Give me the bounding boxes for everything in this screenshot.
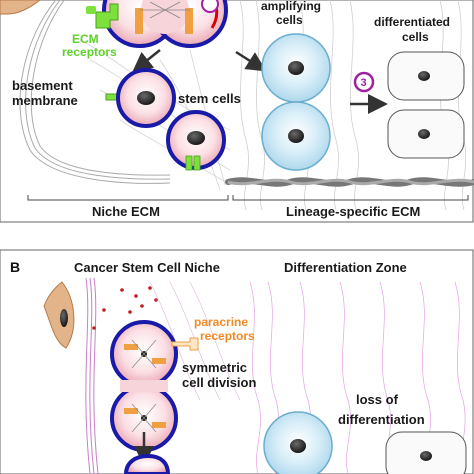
step-number-label: 3 [361, 77, 367, 89]
panel-b-border [0, 249, 474, 474]
loss-of-label: loss of [356, 392, 399, 407]
amplifying-label: amplifying [261, 0, 321, 13]
amplifying-cells-label: cells [276, 13, 303, 27]
panel-b-title-left: Cancer Stem Cell Niche [74, 260, 220, 275]
amplifying-cell-1 [261, 33, 331, 103]
amplifying-cell-2 [261, 101, 331, 171]
dividing-stem-cells [102, 0, 228, 48]
cancer-fibroblast [43, 281, 75, 349]
symmetric-label: symmetric [182, 360, 247, 375]
ecm-receptor-icon [86, 3, 119, 29]
collagen-fiber [225, 177, 474, 187]
undifferentiated-cell [263, 411, 333, 474]
cancer-basement-membrane [85, 277, 99, 474]
differentiated-cell-2 [387, 109, 465, 159]
cancer-dividing-cells [110, 320, 178, 452]
differentiation-label: differentiation [338, 412, 425, 427]
stem-cells-label: stem cells [178, 91, 241, 106]
arrow-to-stem-cell [132, 49, 161, 73]
niche-ecm-label: Niche ECM [92, 204, 160, 219]
panel-a-border [0, 0, 474, 223]
fibroblast-cell [0, 0, 41, 15]
ecm-label: ECM [72, 32, 99, 46]
differentiated-cells-label: cells [402, 30, 429, 44]
niche-ecm-brace [27, 195, 229, 201]
membrane-label: membrane [12, 93, 78, 108]
stem-cell-1 [116, 68, 176, 128]
differentiated-cell-b [385, 431, 467, 474]
cell-division-label: cell division [182, 375, 256, 390]
arrow-to-amplifying [235, 50, 267, 72]
panel-b-letter: B [10, 259, 20, 275]
paracrine-label: paracrine [194, 315, 248, 329]
paracrine-signals [92, 286, 158, 330]
stem-cell-2 [166, 110, 226, 171]
paracrine-receptor-icon [171, 337, 199, 351]
receptors-label: receptors [62, 45, 117, 59]
lineage-ecm-label: Lineage-specific ECM [286, 204, 420, 219]
step-number-badge [353, 71, 375, 93]
basement-membrane [19, 0, 171, 184]
differentiated-label: differentiated [374, 15, 450, 29]
paracrine-receptors-label: receptors [200, 329, 255, 343]
basement-label: basement [12, 78, 73, 93]
panel-b: B Cancer Stem Cell Niche Differentiation… [0, 249, 474, 474]
lineage-ecm-brace [232, 195, 469, 201]
panel-a: ECM receptors basement membrane stem cel… [0, 0, 474, 223]
panel-b-title-right: Differentiation Zone [284, 260, 407, 275]
cancer-cell-bottom [123, 453, 171, 474]
differentiated-cell-1 [387, 51, 465, 101]
